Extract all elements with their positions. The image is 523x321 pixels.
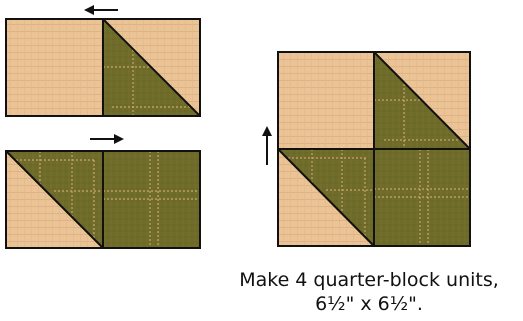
quarter-block-unit (277, 51, 471, 247)
half-square-triangle (5, 150, 104, 249)
tan-square (6, 19, 103, 116)
half-square-triangle (373, 51, 471, 150)
bottom-pair-unit (5, 150, 201, 249)
half-square-triangle (277, 148, 375, 247)
arrow-up-icon (262, 126, 272, 165)
arrow-right-icon (90, 134, 124, 144)
instruction-caption: Make 4 quarter-block units, 6½" x 6½". (215, 268, 523, 316)
arrow-left-icon (84, 5, 118, 15)
caption-line-1: Make 4 quarter-block units, (239, 269, 499, 291)
half-square-triangle (102, 18, 201, 117)
olive-square (103, 151, 200, 248)
olive-square (374, 149, 470, 246)
tan-square (278, 52, 374, 149)
caption-line-2: 6½" x 6½". (315, 293, 423, 315)
top-pair-unit (5, 18, 201, 117)
